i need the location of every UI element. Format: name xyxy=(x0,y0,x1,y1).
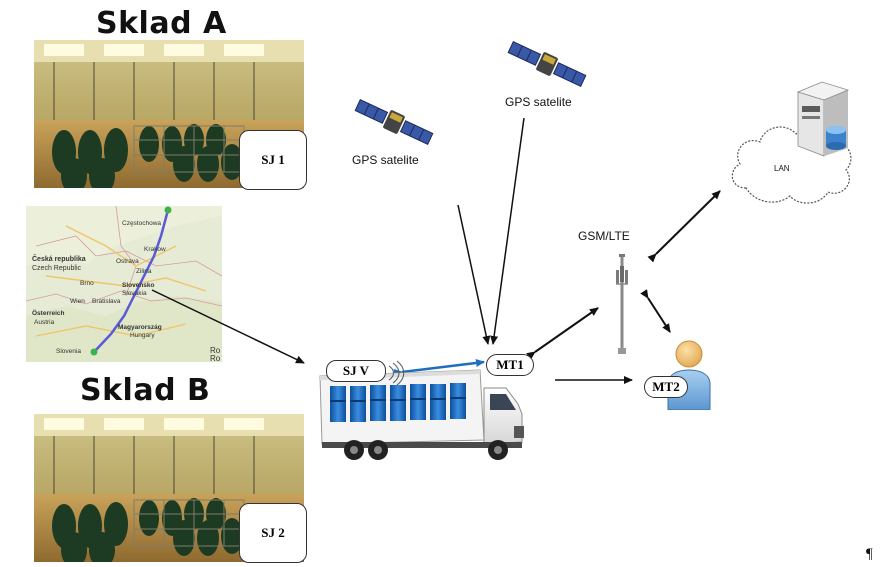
warehouse-b-title: Sklad B xyxy=(80,373,211,408)
lan-label: LAN xyxy=(774,164,790,173)
sj2-box: SJ 2 xyxy=(239,503,307,563)
sj1-box: SJ 1 xyxy=(239,130,307,190)
gps-satellite-label-1: GPS satelite xyxy=(352,153,419,167)
user-icon xyxy=(664,338,714,411)
pilcrow-mark: ¶ xyxy=(866,546,873,562)
route-map: Česká republika Czech Republic Slovensko… xyxy=(26,206,222,362)
map-label-ostrava: Ostrava xyxy=(116,258,139,265)
mt1-label: MT1 xyxy=(486,354,534,376)
arrow-map-to-truck xyxy=(151,289,305,364)
gsm-lte-label: GSM/LTE xyxy=(578,229,630,243)
map-label-slovakia: Slovakia xyxy=(122,290,147,297)
map-label-czestochowa: Częstochowa xyxy=(122,220,162,227)
cell-tower-icon xyxy=(610,252,634,356)
map-label-bratislava: Bratislava xyxy=(92,298,121,305)
map-label-hungary: Hungary xyxy=(130,332,155,339)
warehouse-a-title: Sklad A xyxy=(96,6,227,41)
arrow-tower-mt2 xyxy=(640,289,671,333)
arrow-sjv-mt1 xyxy=(393,358,485,377)
map-label-brno: Brno xyxy=(80,280,94,287)
map-label-czech: Česká republika xyxy=(32,256,86,263)
map-label-zilina: Zilina xyxy=(136,268,152,275)
map-label-austria: Austria xyxy=(34,319,55,326)
arrow-gps2-to-mt1 xyxy=(490,117,525,345)
arrow-tower-lan xyxy=(647,190,721,263)
arrow-gps1-to-mt1 xyxy=(457,204,491,345)
mt2-label: MT2 xyxy=(644,376,688,398)
server-icon xyxy=(792,78,854,158)
map-label-krakow: Krakow xyxy=(144,246,166,253)
map-label-osterreich: Österreich xyxy=(32,310,65,317)
satellite-icon xyxy=(352,98,436,146)
signal-waves-icon xyxy=(385,360,405,386)
map-label-slovensko: Slovensko xyxy=(122,282,155,289)
map-label-ro-2: Ro xyxy=(210,354,221,362)
gps-satellite-label-2: GPS satelite xyxy=(505,95,572,109)
map-label-czech-en: Czech Republic xyxy=(32,265,82,272)
map-label-wien: Wien xyxy=(70,298,85,305)
arrow-mt1-tower xyxy=(526,307,599,360)
map-label-ro-1: Ro xyxy=(210,346,221,355)
sjv-label: SJ V xyxy=(326,360,386,382)
map-label-slovenia: Slovenia xyxy=(56,348,81,355)
satellite-icon xyxy=(505,40,589,88)
map-label-magyarorszag: Magyarország xyxy=(118,324,162,331)
truck-icon xyxy=(318,366,530,462)
